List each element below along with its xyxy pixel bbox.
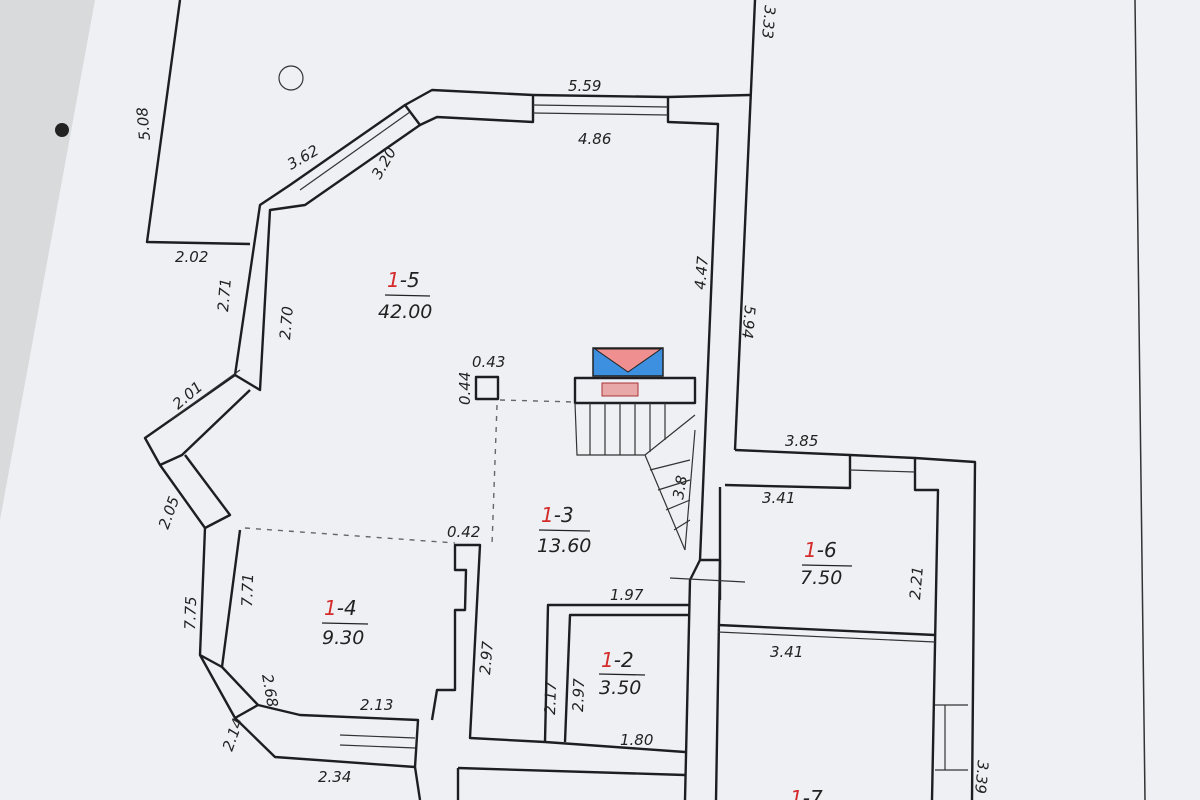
dimension-label: 3.39 <box>971 760 992 795</box>
dimension-label: 1.80 <box>620 731 653 749</box>
dimension-label: 2.70 <box>276 306 297 341</box>
svg-text:1-5: 1-5 <box>387 268 420 292</box>
dimension-label: 3.41 <box>770 643 803 661</box>
svg-text:7.50: 7.50 <box>800 567 842 589</box>
dimension-label: 7.75 <box>181 596 200 630</box>
dimension-label: 3.8 <box>669 474 691 501</box>
dimension-label: 1.97 <box>610 586 644 604</box>
dimension-label: 2.21 <box>906 566 927 601</box>
staircase <box>573 376 697 551</box>
dashed-boundary <box>499 399 576 403</box>
svg-text:42.00: 42.00 <box>378 301 432 323</box>
svg-text:1-2: 1-2 <box>601 648 634 672</box>
svg-text:1-7: 1-7 <box>790 786 823 800</box>
svg-text:1-3: 1-3 <box>541 503 574 527</box>
room-label-1-3: 1-3 13.60 <box>537 503 591 557</box>
site-boundary <box>145 0 757 451</box>
dimension-label: 2.17 <box>541 681 560 715</box>
dimension-label: 4.47 <box>691 255 712 290</box>
svg-text:9.30: 9.30 <box>322 627 364 649</box>
dimension-label: 3.33 <box>758 5 779 40</box>
room-label-1-7: 1-7 <box>790 786 823 800</box>
dimension-label: 2.02 <box>175 248 208 266</box>
dimension-label: 2.68 <box>258 673 282 709</box>
dimension-label: 2.34 <box>318 768 351 786</box>
dimension-label: 0.42 <box>447 523 480 541</box>
paper-margin-line <box>1134 0 1146 800</box>
dimension-label: 2.71 <box>214 278 235 313</box>
dimension-label: 2.97 <box>569 678 588 712</box>
binder-hole <box>55 123 69 137</box>
dimension-label: 5.08 <box>133 106 154 141</box>
room-label-1-5: 1-5 42.00 <box>378 268 432 323</box>
stove-icon <box>601 382 639 397</box>
dimension-label: 5.94 <box>738 305 759 340</box>
dimension-label: 3.85 <box>785 432 818 450</box>
dimension-label: 7.71 <box>238 573 257 607</box>
room-label-1-6: 1-6 7.50 <box>800 538 853 589</box>
walls <box>143 88 977 800</box>
dimension-label: 0.44 <box>456 372 474 405</box>
column <box>474 375 500 401</box>
boiler-symbol <box>592 347 664 377</box>
dimension-label: 2.97 <box>476 640 497 675</box>
dimension-label: 2.13 <box>360 696 393 714</box>
room-label-1-4: 1-4 9.30 <box>321 596 369 649</box>
dimension-label: 0.43 <box>472 353 505 371</box>
dimension-label: 3.41 <box>762 489 795 507</box>
svg-text:13.60: 13.60 <box>537 535 591 557</box>
svg-text:1-4: 1-4 <box>324 596 357 620</box>
svg-text:1-6: 1-6 <box>804 538 837 562</box>
svg-text:3.50: 3.50 <box>599 677 641 699</box>
dashed-boundary <box>244 527 456 544</box>
room-label-1-2: 1-2 3.50 <box>598 648 646 699</box>
dashed-boundary <box>491 404 498 546</box>
dimension-label: 5.59 <box>568 77 601 95</box>
dimension-label: 4.86 <box>578 130 611 148</box>
